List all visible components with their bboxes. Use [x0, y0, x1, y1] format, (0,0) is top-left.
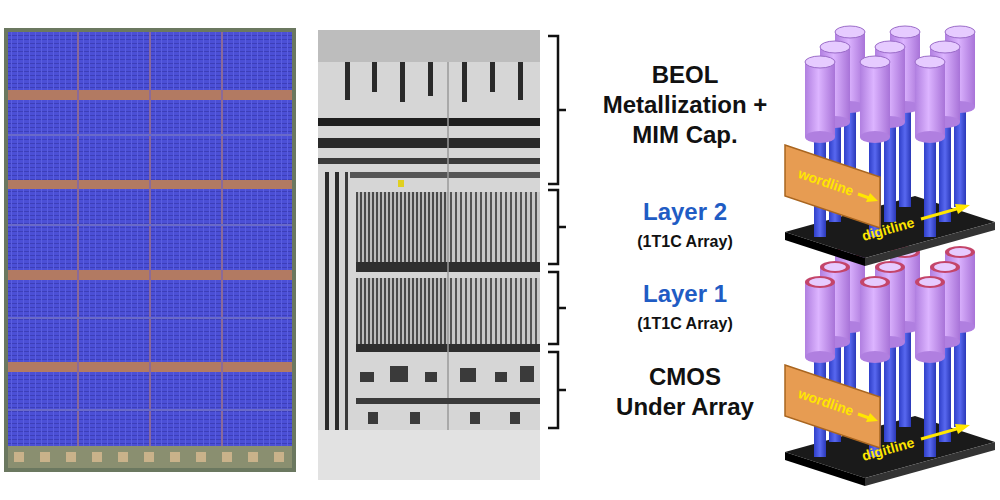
cross-section [318, 30, 540, 480]
die-periphery [8, 446, 292, 468]
layer-label: Layer 2 [585, 198, 785, 226]
layer-label: Layer 1 [585, 280, 785, 308]
brackets [548, 36, 566, 428]
die-dividers [8, 32, 292, 446]
die-pads [14, 452, 284, 462]
cell-stack-lower [785, 246, 995, 486]
layer-sublabel: (1T1C Array) [585, 232, 785, 252]
layer-label: BEOL Metallization + MIM Cap. [585, 60, 785, 150]
cell-stack-upper [785, 26, 995, 266]
layer-sublabel: (1T1C Array) [585, 314, 785, 334]
layer-label: CMOS Under Array [612, 362, 758, 422]
die-array [8, 32, 292, 446]
die-edge [4, 28, 296, 472]
